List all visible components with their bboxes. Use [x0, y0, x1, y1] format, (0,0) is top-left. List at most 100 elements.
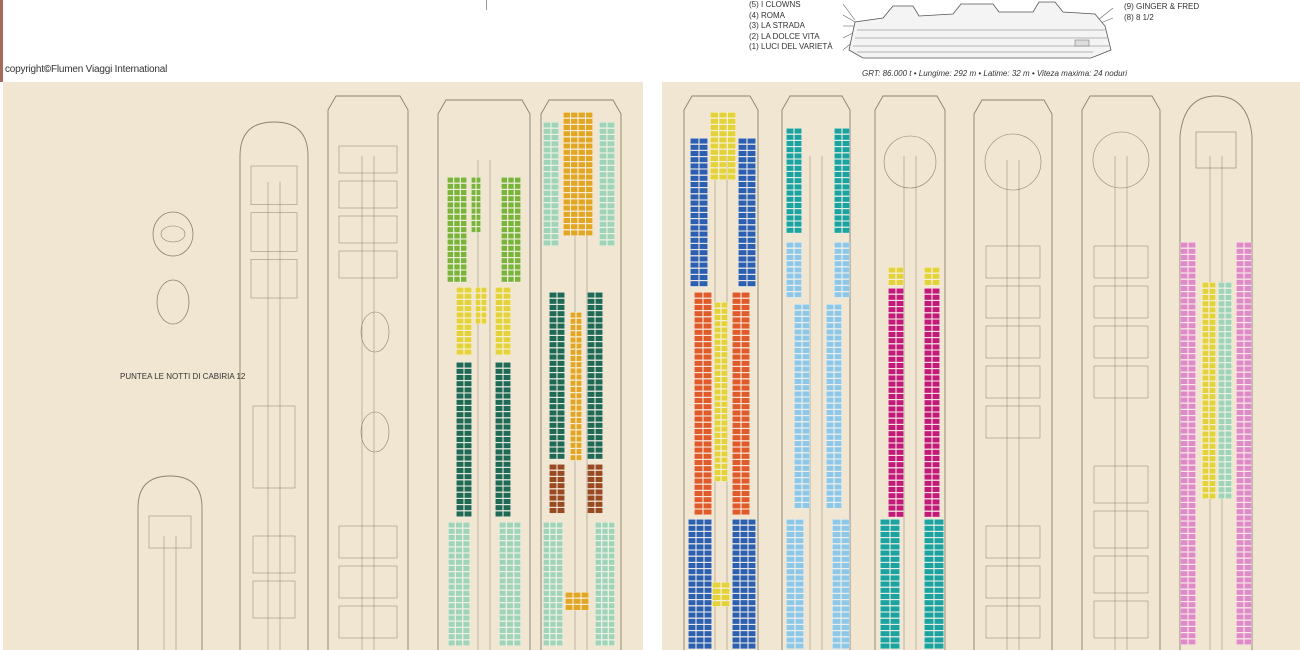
- cabin-block: [690, 138, 708, 287]
- ship-side-profile: [843, 1, 1114, 59]
- public-area: [985, 565, 1041, 599]
- public-area: [338, 145, 398, 174]
- header: (5) I CLOWNS (4) ROMA (3) LA STRADA (2) …: [0, 0, 1300, 82]
- pool-outline: [160, 225, 186, 243]
- legend-item: (3) LA STRADA: [749, 21, 806, 30]
- bow-deck-outline: [152, 211, 194, 257]
- header-divider: [486, 0, 487, 10]
- left-edge-bar: [0, 0, 3, 82]
- public-area: [985, 605, 1041, 639]
- public-area: [1093, 600, 1149, 639]
- public-area: [338, 250, 398, 279]
- public-area: [338, 215, 398, 244]
- legend-right: (9) GINGER & FRED (8) 8 1/2: [1124, 2, 1199, 23]
- cabin-block: [543, 522, 563, 646]
- public-area: [250, 212, 298, 252]
- public-area: [338, 605, 398, 639]
- cabin-block: [714, 302, 728, 482]
- legend-item: (9) GINGER & FRED: [1124, 2, 1200, 11]
- public-area: [985, 325, 1041, 359]
- legend-item: (1) LUCI DEL VARIETÀ: [749, 42, 833, 51]
- public-area: [250, 165, 298, 205]
- cabin-block: [786, 242, 802, 298]
- cabin-block: [786, 128, 802, 234]
- cabin-block: [832, 519, 850, 649]
- cabin-block: [880, 519, 900, 649]
- legend-item: (5) I CLOWNS: [749, 0, 801, 9]
- cabin-block: [471, 177, 481, 233]
- public-area: [1093, 245, 1149, 279]
- deck-plans-right: [683, 95, 1253, 650]
- deck-plan-panel-right: [662, 82, 1300, 650]
- public-area: [148, 515, 192, 549]
- cabin-block: [599, 122, 615, 246]
- theatre-outline: [883, 135, 937, 189]
- cabin-block: [448, 522, 470, 646]
- cabin-block: [499, 522, 521, 646]
- copyright-symbol: ©: [43, 64, 51, 75]
- theatre-outline: [1092, 131, 1150, 189]
- bow-deck-lower-outline: [156, 279, 190, 325]
- public-area: [252, 405, 296, 489]
- cabin-block: [1202, 282, 1216, 499]
- cabin-block: [456, 362, 472, 517]
- cabin-block: [710, 112, 736, 180]
- cabin-block: [732, 292, 750, 515]
- pool-outline: [360, 411, 390, 453]
- cabin-block: [688, 519, 712, 649]
- cabin-block: [738, 138, 756, 287]
- cabin-block: [712, 582, 730, 607]
- lounge-outline: [1195, 131, 1237, 169]
- deck-outline: [327, 95, 409, 650]
- public-area: [985, 285, 1041, 319]
- cabin-block: [543, 122, 559, 246]
- deck-outline: [1179, 95, 1253, 650]
- cabin-block: [495, 287, 511, 355]
- cabin-block: [924, 288, 940, 518]
- cabin-block: [786, 519, 804, 649]
- cabin-block: [1218, 282, 1232, 499]
- ship-specs: GRT: 86.000 t • Lungime: 292 m • Latime:…: [862, 69, 1127, 78]
- cabin-block: [570, 312, 582, 461]
- legend-leader-line: [843, 14, 856, 23]
- legend-item: (8) 8 1/2: [1124, 12, 1154, 22]
- cabin-block: [549, 292, 565, 460]
- public-area: [250, 259, 298, 299]
- copyright-owner: Flumen Viaggi International: [50, 64, 168, 75]
- public-area: [1093, 325, 1149, 359]
- cabin-block: [495, 362, 511, 517]
- legend-leader-line: [843, 3, 856, 21]
- public-area: [985, 525, 1041, 559]
- public-area: [338, 565, 398, 599]
- deck-outline: [781, 95, 851, 650]
- deck-outline: [239, 121, 309, 650]
- cabin-block: [475, 287, 487, 324]
- deck-plans-left: [137, 95, 622, 650]
- cabin-block: [888, 288, 904, 518]
- cabin-block: [565, 592, 589, 611]
- cabin-block: [587, 292, 603, 460]
- legend-item: (2) LA DOLCE VITA: [749, 31, 820, 41]
- cabin-block: [834, 242, 850, 298]
- copyright-text: copyright©Flumen Viaggi International: [5, 64, 167, 75]
- cabin-block: [732, 519, 756, 649]
- public-area: [1093, 555, 1149, 594]
- public-area: [338, 180, 398, 209]
- cabin-block: [549, 464, 565, 514]
- cabin-block: [694, 292, 712, 515]
- deck-outline: [137, 475, 203, 650]
- copyright-prefix: copyright: [5, 64, 44, 75]
- legend-left: (5) I CLOWNS (4) ROMA (3) LA STRADA (2) …: [749, 0, 833, 53]
- public-area: [1093, 365, 1149, 399]
- pool-outline: [360, 311, 390, 353]
- public-area: [252, 580, 296, 619]
- cabin-block: [447, 177, 467, 283]
- cabin-block: [826, 304, 842, 509]
- deck-outline: [1081, 95, 1161, 650]
- public-area: [985, 245, 1041, 279]
- cabin-block: [1236, 242, 1252, 645]
- cabin-block: [456, 287, 472, 355]
- legend-item: (4) ROMA: [749, 10, 785, 20]
- cabin-block: [587, 464, 603, 514]
- cabin-block: [1180, 242, 1196, 645]
